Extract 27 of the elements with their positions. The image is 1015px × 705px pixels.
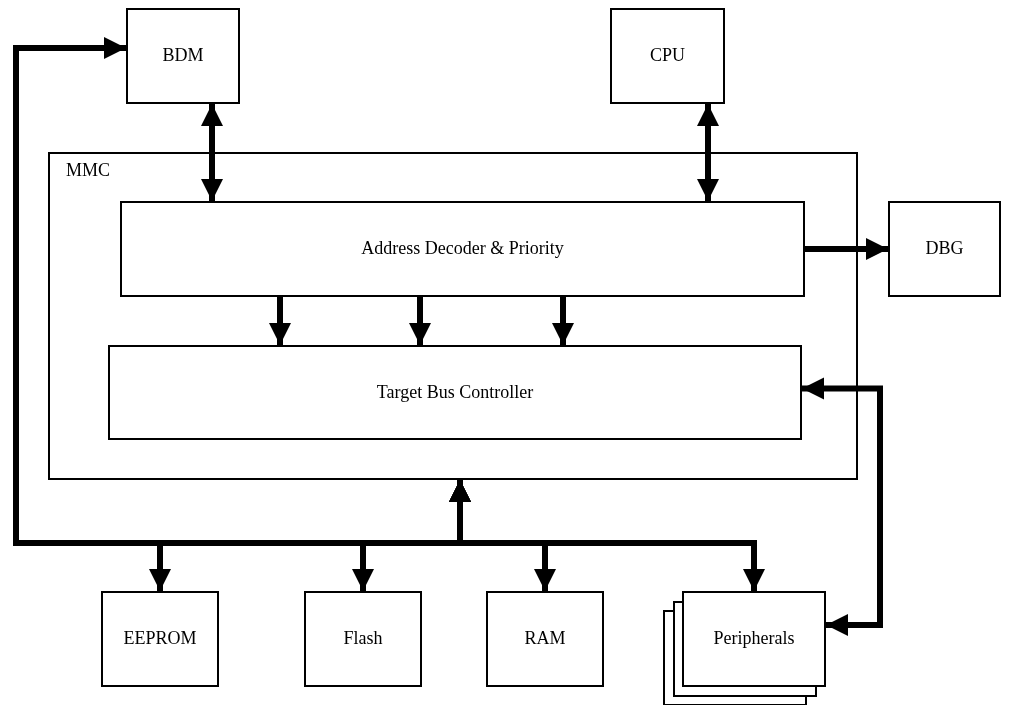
arrow — [269, 297, 291, 345]
arrow — [802, 377, 883, 636]
block-box — [126, 8, 240, 104]
block-box — [304, 591, 422, 687]
block-label: DBG — [925, 238, 964, 260]
block-box — [108, 345, 802, 440]
arrow — [697, 104, 719, 201]
block-label: Address Decoder & Priority — [361, 238, 564, 260]
block-label: EEPROM — [123, 628, 197, 650]
block-box — [486, 591, 604, 687]
block-label: Target Bus Controller — [376, 381, 534, 404]
block-box — [120, 201, 805, 297]
module-box — [48, 152, 858, 480]
arrow — [552, 297, 574, 345]
arrow — [201, 104, 223, 201]
arrow — [805, 238, 888, 260]
block-box — [101, 591, 219, 687]
block-label: Peripherals — [713, 628, 795, 650]
block-label: CPU — [650, 45, 685, 67]
block-label: RAM — [524, 628, 566, 650]
block-box — [610, 8, 725, 104]
block-box — [682, 591, 826, 687]
arrow — [409, 297, 431, 345]
block-label: BDM — [162, 45, 204, 67]
block-label: Flash — [343, 628, 383, 650]
block-box — [888, 201, 1001, 297]
module-label: MMC — [66, 160, 110, 182]
